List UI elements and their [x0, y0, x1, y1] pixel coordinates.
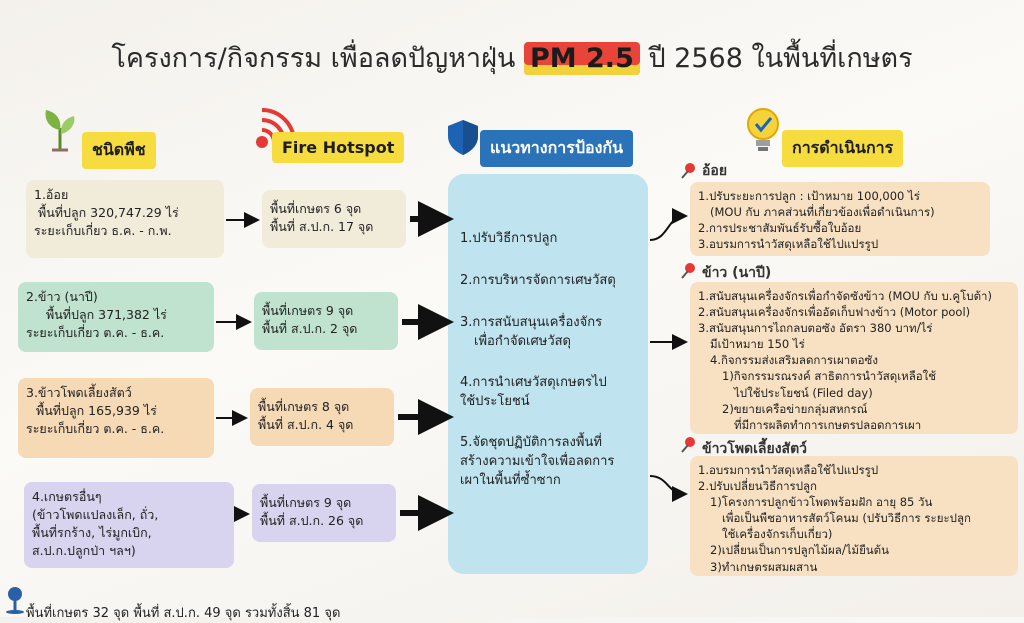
action-box-maize: 1.อบรมการนำวัสดุเหลือใช้ไปแปรรูป 2.ปรับเ…	[690, 456, 1018, 576]
arrow-prevention-action-1	[649, 208, 688, 241]
pushpin-icon	[680, 262, 698, 280]
action-title-rice: ข้าว (นาปี)	[702, 265, 772, 281]
header-prevention: แนวทางการป้องกัน	[480, 130, 634, 167]
action-title-maize: ข้าวโพดเลี้ยงสัตว์	[702, 441, 808, 457]
action-box-sugarcane: 1.ปรับระยะการปลูก : เป้าหมาย 100,000 ไร่…	[690, 182, 990, 256]
header-crop: ชนิดพืช	[82, 132, 156, 169]
map-pin-icon	[4, 586, 26, 614]
title-prefix: โครงการ/กิจกรรม เพื่อลดปัญหาฝุ่น	[111, 43, 516, 74]
action-title-sugarcane: อ้อย	[702, 163, 728, 179]
crop-box-other: 4.เกษตรอื่นๆ (ข้าวโพดแปลงเล็ก, ถั่ว, พื้…	[24, 482, 234, 568]
prevention-item-5: 5.จัดชุดปฏิบัติการลงพื้นที่ สร้างความเข้…	[460, 435, 615, 488]
leaf-icon	[40, 106, 80, 152]
shield-icon	[446, 118, 480, 156]
title-suffix: ปี 2568 ในพื้นที่เกษตร	[648, 43, 913, 74]
page-title: โครงการ/กิจกรรม เพื่อลดปัญหาฝุ่น PM 2.5 …	[0, 36, 1024, 79]
hotspot-box-rice: พื้นที่เกษตร 9 จุด พื้นที่ ส.ป.ก. 2 จุด	[254, 292, 398, 350]
hotspot-box-other: พื้นที่เกษตร 9 จุด พื้นที่ ส.ป.ก. 26 จุด	[252, 484, 396, 542]
pushpin-icon	[680, 436, 698, 454]
crop-box-rice: 2.ข้าว (นาปี) พื้นที่ปลูก 371,382 ไร่ ระ…	[18, 282, 214, 352]
header-hotspot: Fire Hotspot	[272, 132, 405, 163]
prevention-item-3: 3.การสนับสนุนเครื่องจักร เพื่อกำจัดเศษวั…	[460, 315, 603, 349]
pm-badge: PM 2.5	[523, 42, 640, 75]
crop-box-sugarcane: 1.อ้อย พื้นที่ปลูก 320,747.29 ไร่ ระยะเก…	[26, 180, 224, 258]
header-action: การดำเนินการ	[782, 130, 904, 167]
crop-box-maize: 3.ข้าวโพดเลี้ยงสัตว์ พื้นที่ปลูก 165,939…	[18, 378, 214, 458]
hotspot-box-maize: พื้นที่เกษตร 8 จุด พื้นที่ ส.ป.ก. 4 จุด	[250, 388, 394, 446]
prevention-item-2: 2.การบริหารจัดการเศษวัสดุ	[460, 273, 616, 288]
prevention-item-1: 1.ปรับวิธีการปลูก	[460, 231, 558, 246]
arrow-prevention-action-3	[649, 475, 688, 502]
pushpin-icon	[680, 162, 698, 180]
prevention-item-4: 4.การนำเศษวัสดุเกษตรไป ใช้ประโยชน์	[460, 375, 607, 409]
action-box-rice: 1.สนับสนุนเครื่องจักรเพื่อกำจัดซังข้าว (…	[690, 282, 1018, 434]
prevention-box: 1.ปรับวิธีการปลูก 2.การบริหารจัดการเศษวั…	[448, 174, 648, 574]
hotspot-box-sugarcane: พื้นที่เกษตร 6 จุด พื้นที่ ส.ป.ก. 17 จุด	[262, 190, 406, 248]
lightbulb-icon	[742, 104, 784, 156]
footer-summary: พื้นที่เกษตร 32 จุด พื้นที่ ส.ป.ก. 49 จุ…	[26, 606, 341, 621]
